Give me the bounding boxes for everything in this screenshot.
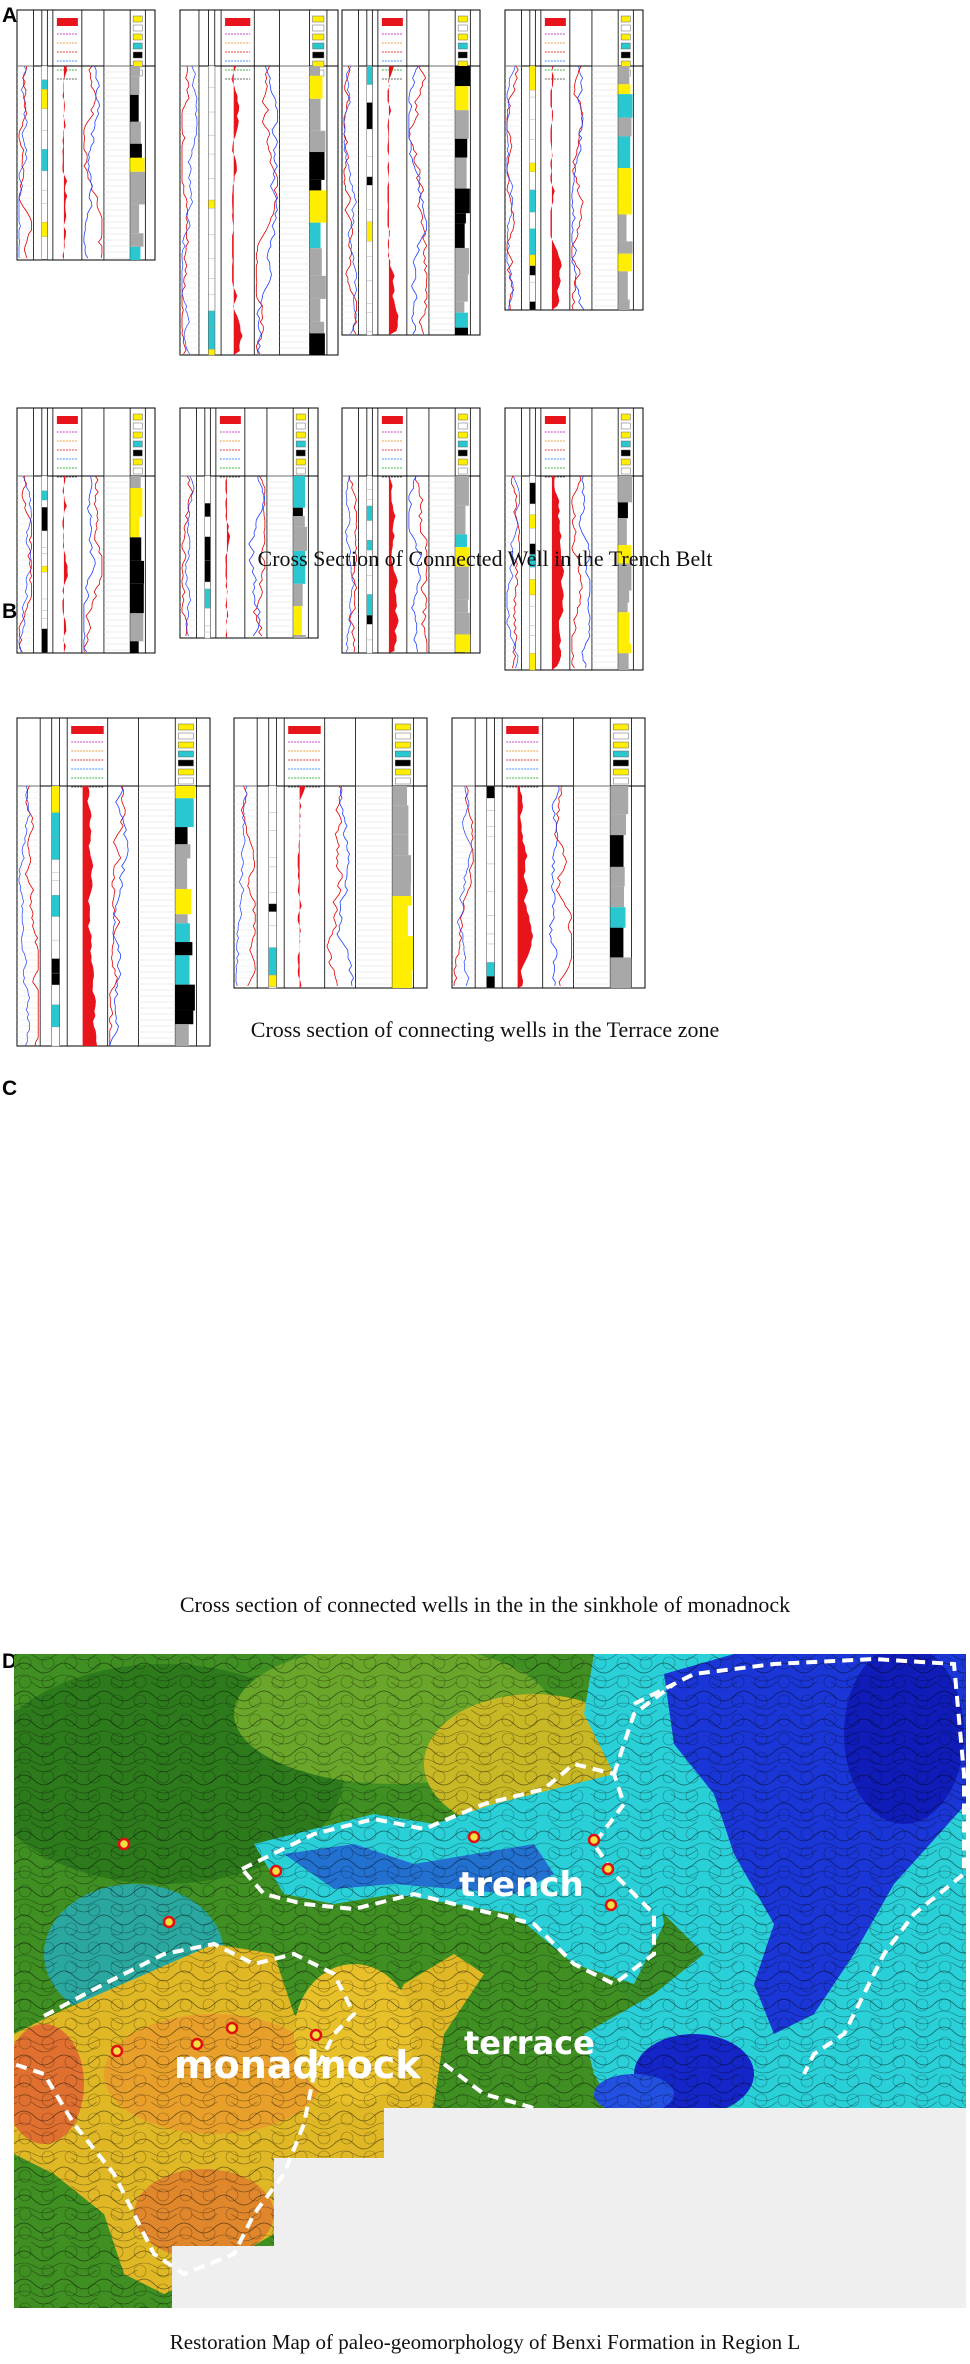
- label-terrace: terrace: [464, 2024, 595, 2062]
- panel-letter-b: B: [2, 600, 18, 623]
- well-marker: [604, 1898, 618, 1912]
- well-marker: [225, 2021, 239, 2035]
- well-markers: [110, 1830, 618, 2058]
- caption-restoration-map: Restoration Map of paleo-geomorphology o…: [169, 2330, 801, 2354]
- caption-terrace-zone: Cross section of connecting wells in the…: [250, 1017, 720, 1042]
- well-marker: [117, 1837, 131, 1851]
- well-marker: [110, 2044, 124, 2058]
- panel-letter-c: C: [2, 1077, 18, 1100]
- caption-trench-belt: Cross Section of Connected Well in the T…: [257, 546, 713, 571]
- paleo-geomorphology-map: trench terrace monadnock: [14, 1654, 966, 2308]
- well-marker: [467, 1830, 481, 1844]
- label-trench: trench: [459, 1865, 584, 1905]
- well-marker: [190, 2037, 204, 2051]
- well-marker: [269, 1864, 283, 1878]
- panel-letter-d: D: [2, 1650, 18, 1673]
- well-marker: [601, 1862, 615, 1876]
- well-marker: [162, 1915, 176, 1929]
- zone-boundaries: [14, 1656, 966, 2277]
- label-monadnock: monadnock: [174, 2043, 421, 2087]
- well-marker: [309, 2028, 323, 2042]
- panel-letter-a: A: [2, 4, 18, 27]
- caption-sinkhole-monadnock: Cross section of connected wells in the …: [179, 1592, 791, 1617]
- well-marker: [587, 1833, 601, 1847]
- well-log-cross-sections: [16, 9, 646, 1047]
